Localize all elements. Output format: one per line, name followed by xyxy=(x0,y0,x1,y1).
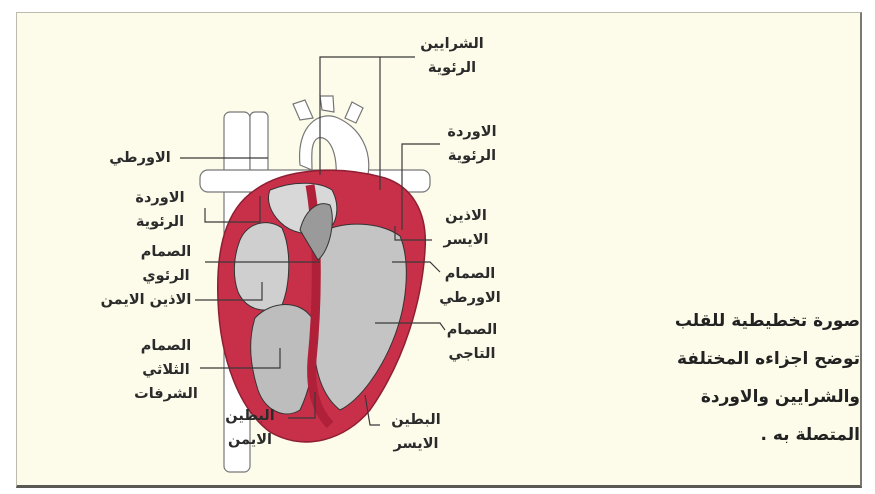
aortic-branch-1 xyxy=(293,100,313,120)
label-tricuspid-valve: الصمام الثلاثي الشرفات xyxy=(126,334,206,406)
label-pulmonary-veins-right: الاوردة الرئوية xyxy=(432,120,512,168)
label-mitral-valve: الصمام التاجي xyxy=(432,318,512,366)
label-pulmonary-valve: الصمام الرئوي xyxy=(126,240,206,288)
aortic-branch-3 xyxy=(345,102,363,123)
label-aortic-valve: الصمام الاورطي xyxy=(428,262,512,310)
label-left-ventricle: البطين الايسر xyxy=(376,408,456,456)
left-ventricle-chamber xyxy=(314,224,406,410)
aortic-branch-2 xyxy=(320,96,334,112)
label-left-atrium: الاذين الايسر xyxy=(428,204,504,252)
label-right-ventricle: البطين الايمن xyxy=(212,404,288,452)
label-pulmonary-veins-left: الاوردة الرئوية xyxy=(120,186,200,234)
label-right-atrium: الاذين الايمن xyxy=(94,288,198,312)
caption-line: والشرايين والاوردة xyxy=(600,378,860,416)
caption-line: المتصلة به . xyxy=(600,416,860,454)
diagram-caption: صورة تخطيطية للقلب توضح اجزاءه المختلفة … xyxy=(600,302,860,454)
caption-line: توضح اجزاءه المختلفة xyxy=(600,340,860,378)
label-pulmonary-arteries: الشرايين الرئوية xyxy=(412,32,492,80)
label-aorta: الاورطي xyxy=(100,146,180,170)
caption-line: صورة تخطيطية للقلب xyxy=(600,302,860,340)
